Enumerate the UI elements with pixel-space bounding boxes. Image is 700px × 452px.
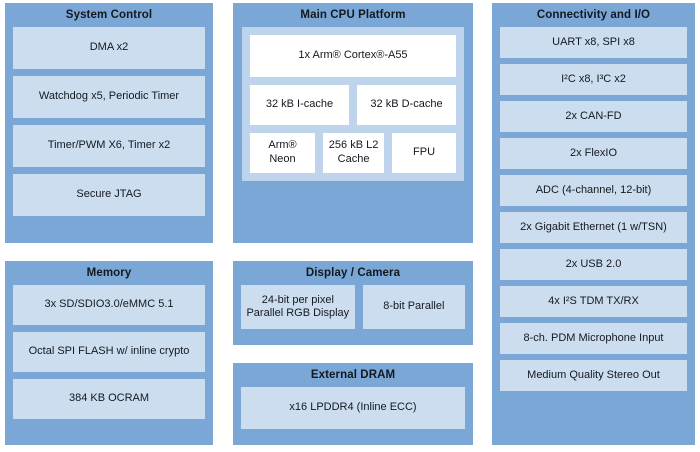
block-item-flexio: 2x FlexIO xyxy=(500,137,687,169)
block-item-i2c-i3c: I²C x8, I³C x2 xyxy=(500,63,687,95)
block-item-pdm-mic: 8-ch. PDM Microphone Input xyxy=(500,322,687,354)
display-camera-items: 24-bit per pixel Parallel RGB Display 8-… xyxy=(233,284,473,337)
block-item-ocram: 384 KB OCRAM xyxy=(13,378,205,419)
block-item-d-cache: 32 kB D-cache xyxy=(357,84,456,125)
main-cpu-units-row: Arm® Neon 256 kB L2 Cache FPU xyxy=(250,132,456,173)
block-item-timer-pwm: Timer/PWM X6, Timer x2 xyxy=(13,124,205,167)
external-dram-title: External DRAM xyxy=(310,369,396,381)
block-item-lpddr4: x16 LPDDR4 (Inline ECC) xyxy=(241,386,465,429)
block-item-secure-jtag: Secure JTAG xyxy=(13,173,205,216)
connectivity-items: UART x8, SPI x8 I²C x8, I³C x2 2x CAN-FD… xyxy=(492,26,695,399)
system-control-items: DMA x2 Watchdog x5, Periodic Timer Timer… xyxy=(5,26,213,224)
block-item-l2-cache: 256 kB L2 Cache xyxy=(323,132,385,173)
block-item-8bit-parallel: 8-bit Parallel xyxy=(362,284,465,329)
block-item-usb: 2x USB 2.0 xyxy=(500,248,687,280)
block-item-octal-spi-flash: Octal SPI FLASH w/ inline crypto xyxy=(13,331,205,372)
memory-title: Memory xyxy=(86,267,132,279)
block-item-fpu: FPU xyxy=(392,132,456,173)
block-item-arm-neon: Arm® Neon xyxy=(250,132,316,173)
memory-items: 3x SD/SDIO3.0/eMMC 5.1 Octal SPI FLASH w… xyxy=(5,284,213,427)
block-item-watchdog: Watchdog x5, Periodic Timer xyxy=(13,75,205,118)
block-connectivity-io: Connectivity and I/O UART x8, SPI x8 I²C… xyxy=(492,3,695,445)
block-item-i2s-tdm: 4x I²S TDM TX/RX xyxy=(500,285,687,317)
block-item-stereo-out: Medium Quality Stereo Out xyxy=(500,359,687,391)
block-item-i-cache: 32 kB I-cache xyxy=(250,84,349,125)
display-camera-row: 24-bit per pixel Parallel RGB Display 8-… xyxy=(241,284,465,329)
connectivity-title: Connectivity and I/O xyxy=(536,9,651,21)
main-cpu-cache-row: 32 kB I-cache 32 kB D-cache xyxy=(250,84,456,125)
block-item-gigabit-ethernet: 2x Gigabit Ethernet (1 w/TSN) xyxy=(500,211,687,243)
main-cpu-core-row: 1x Arm® Cortex®-A55 xyxy=(250,34,456,77)
block-item-dma: DMA x2 xyxy=(13,26,205,69)
block-item-cortex-a55: 1x Arm® Cortex®-A55 xyxy=(250,34,456,77)
main-cpu-title: Main CPU Platform xyxy=(300,9,406,21)
block-main-cpu-platform: Main CPU Platform 1x Arm® Cortex®-A55 32… xyxy=(233,3,473,243)
block-item-uart-spi: UART x8, SPI x8 xyxy=(500,26,687,58)
block-system-control: System Control DMA x2 Watchdog x5, Perio… xyxy=(5,3,213,243)
display-camera-title: Display / Camera xyxy=(305,267,401,279)
block-external-dram: External DRAM x16 LPDDR4 (Inline ECC) xyxy=(233,363,473,445)
block-display-camera: Display / Camera 24-bit per pixel Parall… xyxy=(233,261,473,345)
block-memory: Memory 3x SD/SDIO3.0/eMMC 5.1 Octal SPI … xyxy=(5,261,213,445)
block-item-adc: ADC (4-channel, 12-bit) xyxy=(500,174,687,206)
block-item-rgb-display: 24-bit per pixel Parallel RGB Display xyxy=(241,284,355,329)
block-item-can-fd: 2x CAN-FD xyxy=(500,100,687,132)
external-dram-items: x16 LPDDR4 (Inline ECC) xyxy=(233,386,473,437)
main-cpu-inner-panel: 1x Arm® Cortex®-A55 32 kB I-cache 32 kB … xyxy=(242,26,464,181)
block-item-sd-sdio-emmc: 3x SD/SDIO3.0/eMMC 5.1 xyxy=(13,284,205,325)
system-control-title: System Control xyxy=(65,9,153,21)
